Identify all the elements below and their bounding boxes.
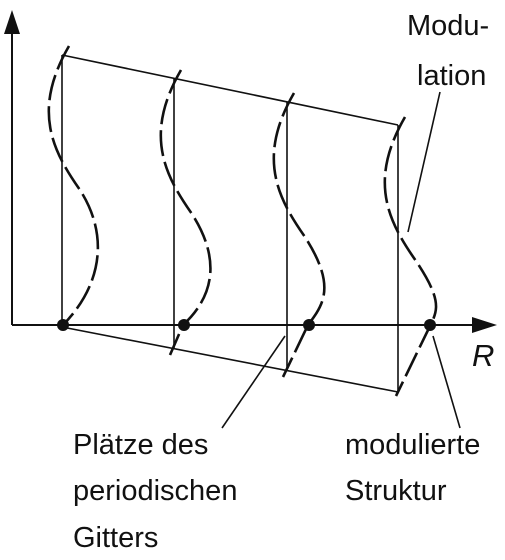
structure-label-line-1: modulierte	[345, 429, 480, 461]
modulation-wave-4	[383, 116, 438, 397]
leader-structure	[432, 335, 461, 429]
modulation-label-line-2: lation	[417, 60, 486, 92]
sites-label-line-2: periodischen	[73, 475, 237, 507]
lattice-site-dot	[178, 319, 190, 331]
lattice-site-dot	[424, 319, 436, 331]
site-guides	[61, 55, 399, 392]
leader-sites	[221, 335, 286, 429]
modulation-wave-2	[159, 69, 212, 356]
modulation-wave-3	[272, 92, 326, 378]
leader-modulation	[407, 91, 441, 233]
structure-label-line-2: Struktur	[345, 475, 447, 507]
modulation-label-line-1: Modu-	[407, 10, 489, 42]
modulation-envelope-bottom	[61, 326, 399, 393]
vertical-axis-arrow	[4, 10, 20, 34]
r-axis-arrow	[472, 317, 497, 333]
r-axis	[12, 317, 497, 333]
r-axis-label: R	[472, 338, 494, 373]
lattice-sites	[57, 319, 436, 331]
lattice-site-dot	[303, 319, 315, 331]
vertical-axis	[4, 10, 20, 325]
sites-label-line-3: Gitters	[73, 522, 158, 554]
modulation-waves	[47, 45, 438, 397]
sites-label-line-1: Plätze des	[73, 429, 208, 461]
lattice-site-dot	[57, 319, 69, 331]
modulation-envelope-top	[61, 54, 399, 126]
modulation-wave-1	[47, 45, 100, 327]
